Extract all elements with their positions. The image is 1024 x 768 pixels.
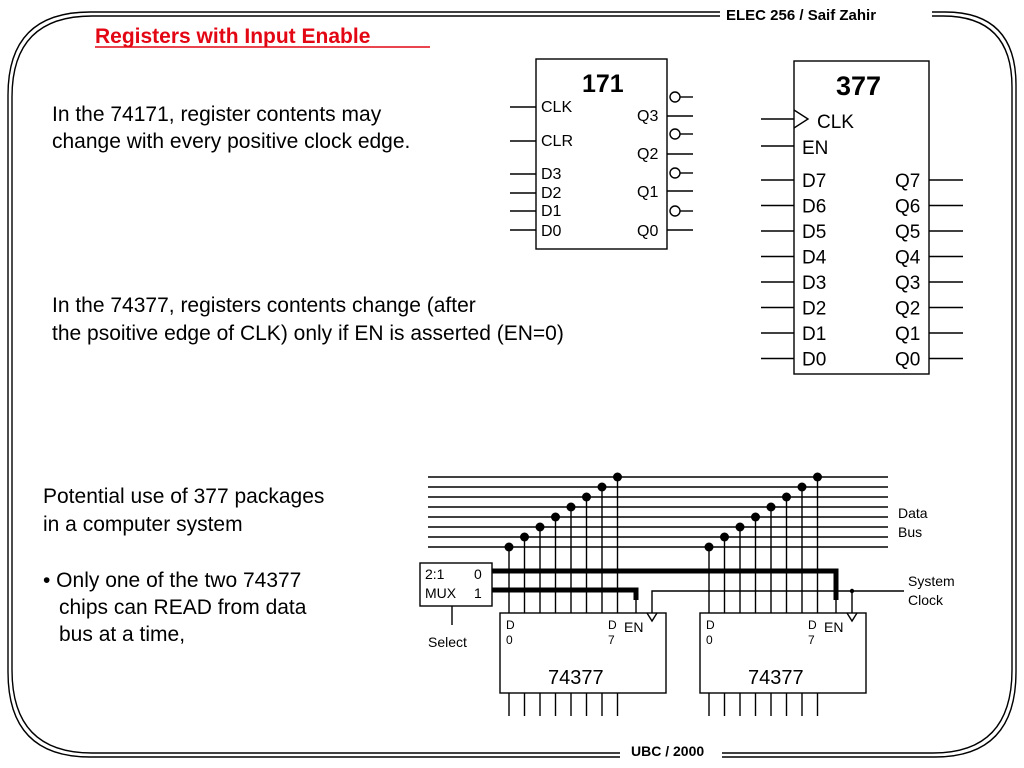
chip-171-pin-d0: D0 [541, 223, 562, 240]
bus-junction-dot [813, 472, 822, 482]
footer-text: UBC / 2000 [631, 743, 704, 759]
bus-junction-dot [720, 532, 729, 542]
mux-input-1: 1 [474, 585, 482, 601]
chip-377-pin-d2: D2 [802, 299, 826, 320]
chip-377-pin-q0: Q0 [895, 350, 920, 371]
chip-171-pin-d3: D3 [541, 166, 562, 183]
chip-a-name: 74377 [548, 667, 604, 689]
bus-junction-dot [535, 522, 545, 532]
chip-377-pin-d4: D4 [802, 248, 827, 269]
chip-a-d7-n: 7 [608, 633, 615, 647]
chip-171-pin-clr: CLR [541, 133, 573, 150]
bus-junction-dot [551, 512, 560, 522]
bus-junction-dot [613, 472, 622, 482]
chip-377-pin-en: EN [802, 138, 828, 159]
mux-select-label: Select [428, 634, 467, 650]
bus-junction-dot [797, 482, 807, 492]
data-bus-label-line1: Data [898, 505, 928, 521]
system-clock-wire: System Clock [651, 573, 955, 613]
chip-377-pin-q5: Q5 [895, 222, 920, 243]
chip-a-d7-d: D [608, 618, 617, 632]
chip-171-pin-d1: D1 [541, 203, 562, 220]
chip-b-d0-n: 0 [706, 633, 713, 647]
bullet-line1: • Only one of the two 74377 [43, 569, 301, 592]
chip-377-pin-d5: D5 [802, 222, 826, 243]
bus-taps [504, 472, 822, 613]
chip-171-pin-q3: Q3 [637, 108, 658, 125]
bus-junction-dot [566, 502, 576, 512]
slide-title: Registers with Input Enable [95, 25, 370, 48]
chip-171-name: 171 [582, 70, 624, 98]
chip-b-d7-d: D [808, 618, 817, 632]
para-system-line1: Potential use of 377 packages [43, 485, 324, 508]
mux: 2:1 MUX 0 1 Select [419, 562, 493, 650]
para-74377-line1: In the 74377, registers contents change … [52, 294, 476, 317]
system-clock-label-line1: System [908, 573, 955, 589]
chip-377-name: 377 [836, 71, 881, 101]
bus-junction-dot [520, 532, 529, 542]
chip-74377-a: D 0 D 7 EN 74377 [499, 600, 667, 694]
chip-a-en: EN [624, 619, 643, 635]
chip-a-d0-d: D [506, 618, 515, 632]
slide-frame [7, 11, 1017, 758]
chip-377-pin-q6: Q6 [895, 197, 920, 218]
data-bus [428, 476, 888, 548]
chip-377-pin-q1: Q1 [895, 324, 920, 345]
bus-junction-dot [735, 522, 745, 532]
bullet-line3: bus at a time, [59, 623, 185, 646]
chip-171-pin-d2: D2 [541, 185, 562, 202]
chip-377-pin-d0: D0 [802, 350, 826, 371]
chip-377-pin-d6: D6 [802, 197, 826, 218]
mux-input-0: 0 [474, 566, 482, 582]
bus-junction-dot [782, 492, 791, 502]
chip-171-pin-q0: Q0 [637, 223, 658, 240]
chip-b-d7-n: 7 [808, 633, 815, 647]
bus-junction-dot [766, 502, 776, 512]
enable-wires [492, 568, 839, 600]
chip-b-d0-d: D [706, 618, 715, 632]
mux-label: MUX [425, 585, 457, 601]
chip-377-pin-d1: D1 [802, 324, 826, 345]
bus-junction-dot [504, 542, 514, 552]
bullet-line2: chips can READ from data [59, 596, 307, 619]
bus-junction-dot [597, 482, 607, 492]
chip-171-pin-q1: Q1 [637, 184, 658, 201]
chip-377-pin-q3: Q3 [895, 273, 920, 294]
chip-b-name: 74377 [748, 667, 804, 689]
bus-junction-dot [582, 492, 591, 502]
para-system-line2: in a computer system [43, 513, 243, 536]
para-74171-line1: In the 74171, register contents may [52, 103, 382, 126]
course-header: ELEC 256 / Saif Zahir [726, 7, 876, 24]
chip-a-d0-n: 0 [506, 633, 513, 647]
system-clock-label-line2: Clock [908, 592, 944, 608]
data-bus-label-line2: Bus [898, 524, 922, 540]
chip-377-pin-q2: Q2 [895, 299, 920, 320]
bus-junction-dot [751, 512, 760, 522]
chip-377-pin-q4: Q4 [895, 248, 921, 269]
mux-type: 2:1 [425, 566, 445, 582]
para-74377-line2: the psoitive edge of CLK) only if EN is … [52, 322, 564, 345]
chip-377-pin-q7: Q7 [895, 171, 920, 192]
chip-171-pin-q2: Q2 [637, 146, 658, 163]
chip-377-pin-d7: D7 [802, 171, 826, 192]
output-pins [508, 693, 819, 716]
para-74171-line2: change with every positive clock edge. [52, 130, 410, 153]
chip-b-en: EN [824, 619, 843, 635]
chip-377-pin-d3: D3 [802, 273, 826, 294]
chip-74377-b: D 0 D 7 EN 74377 [699, 600, 867, 694]
chip-171-pin-clk: CLK [541, 99, 572, 116]
chip-377-pin-clk: CLK [817, 112, 854, 133]
chip-171: 171 CLK CLR D3 D2 D1 D0 Q3 Q2 Q1 Q0 [510, 58, 693, 250]
bus-junction-dot [704, 542, 714, 552]
